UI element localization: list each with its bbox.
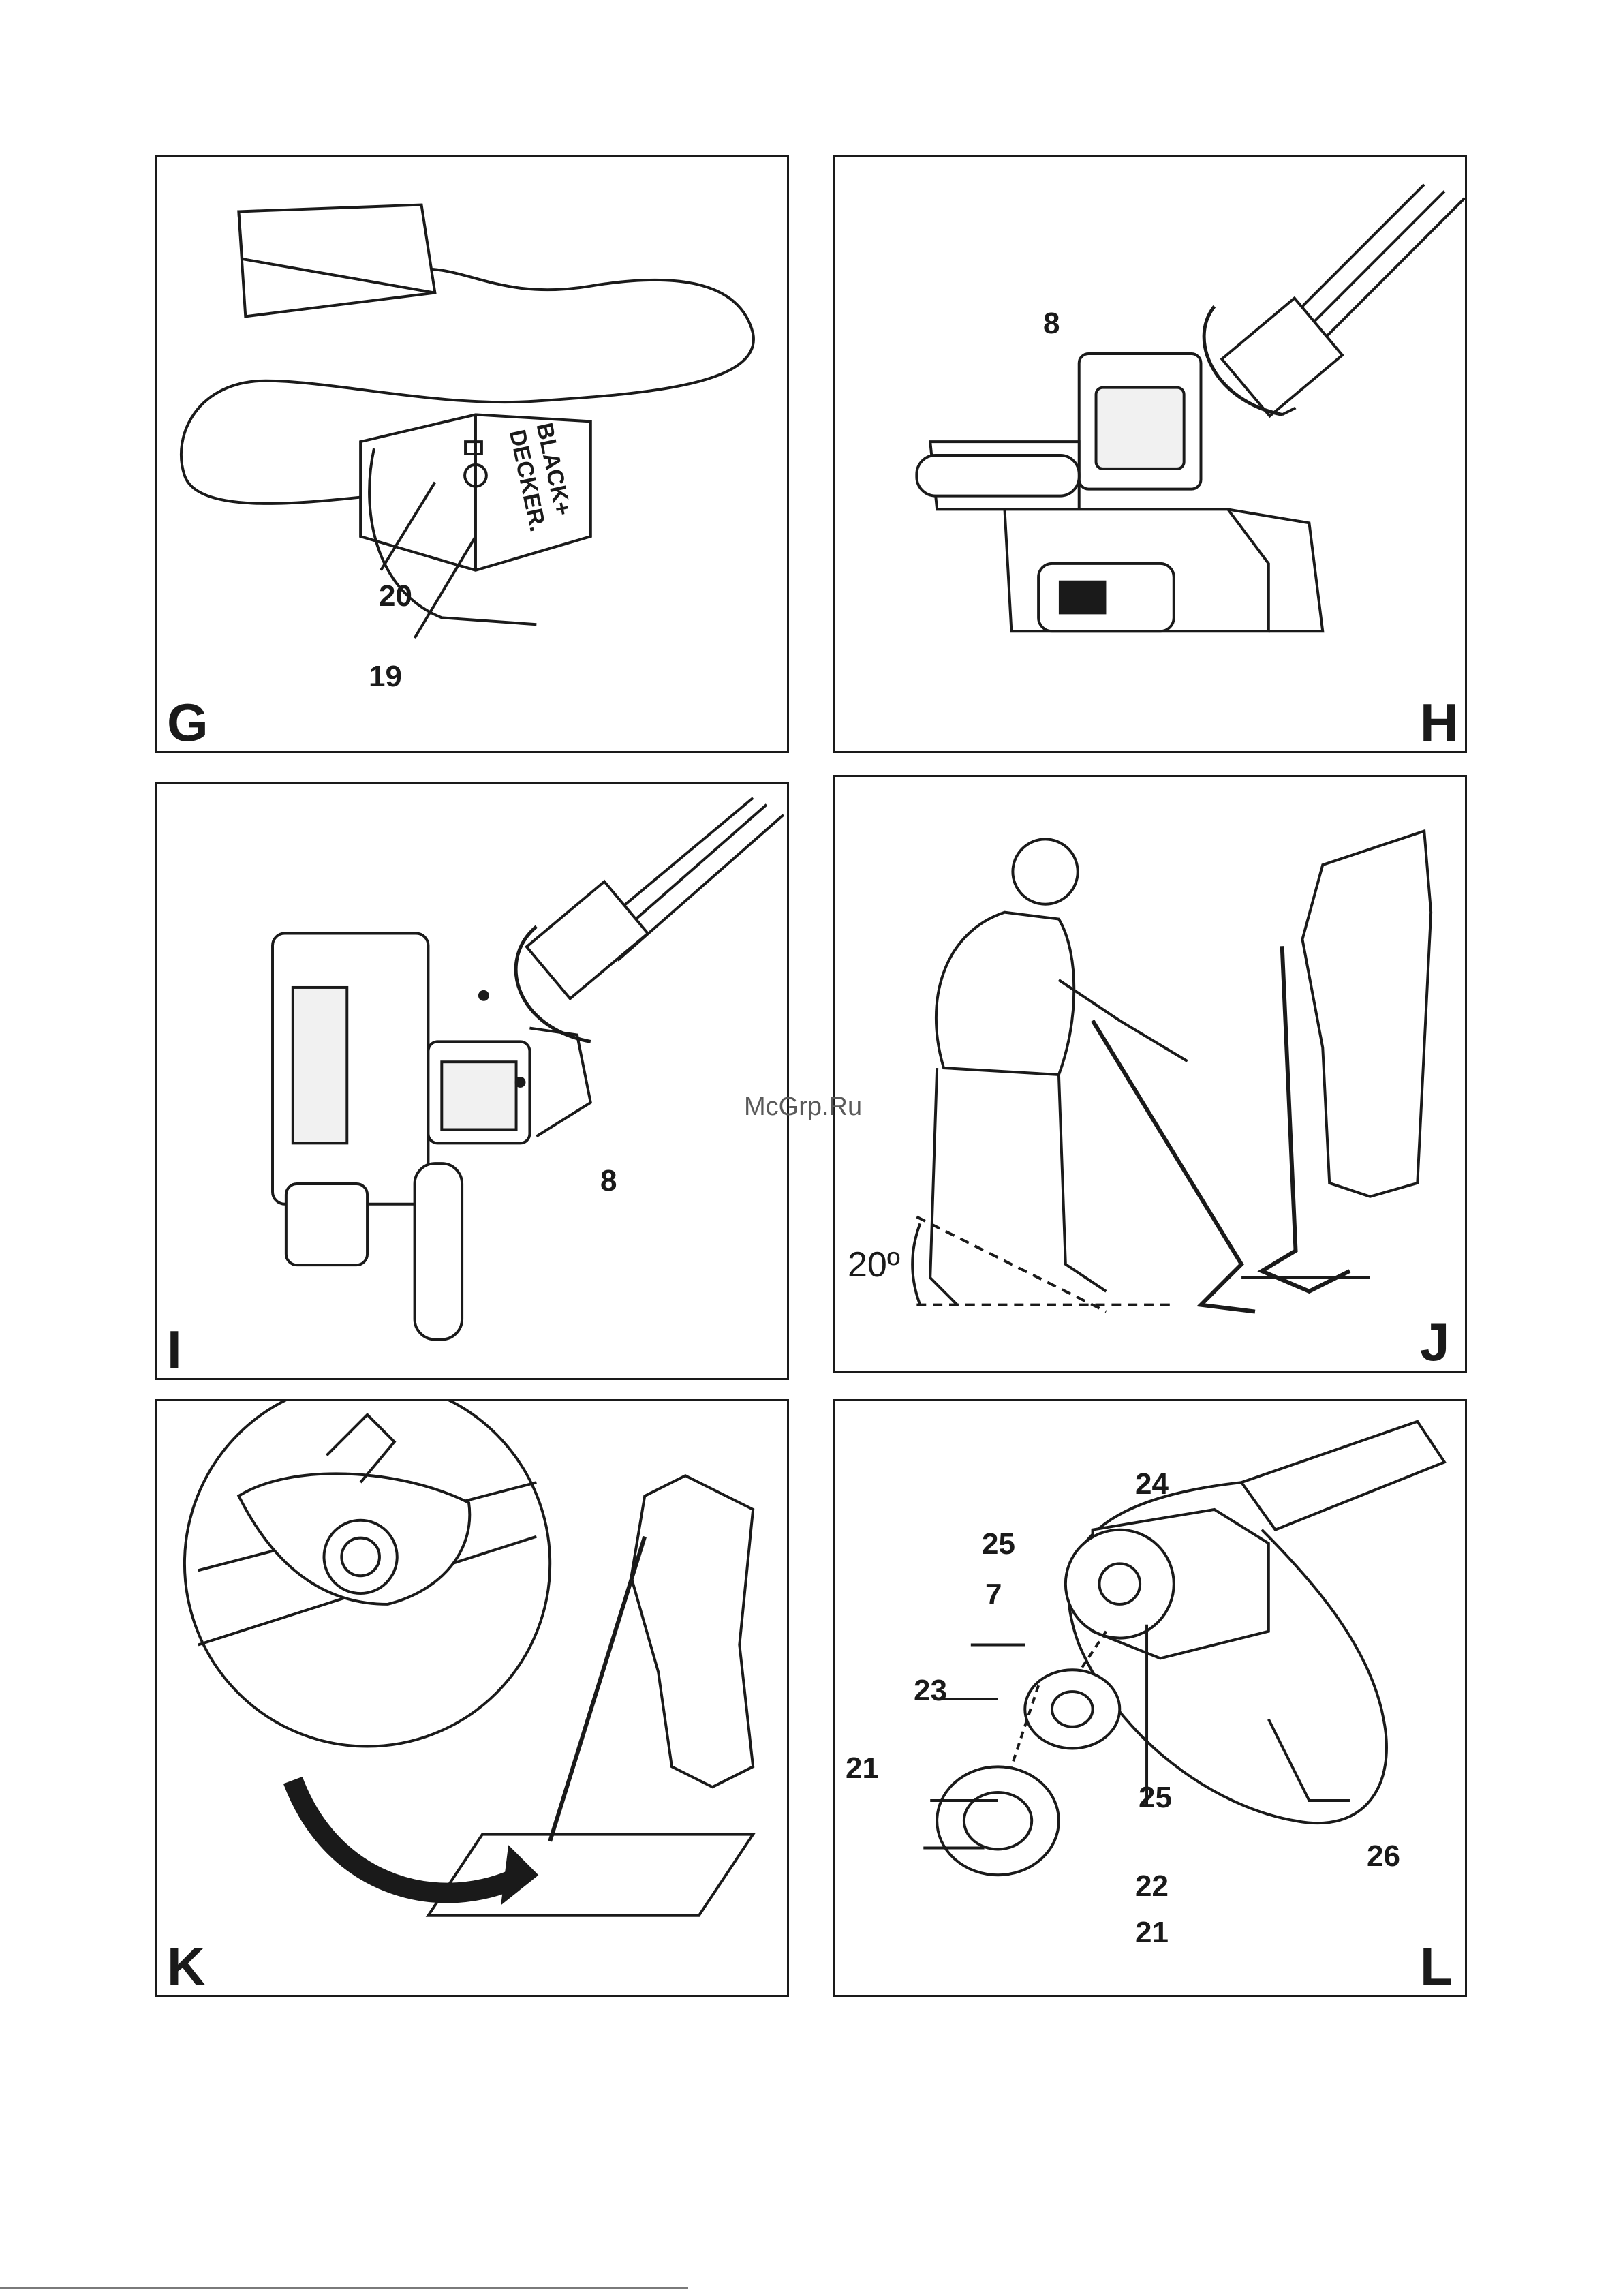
- panel-g: BLACK+ DECKER. 20 19 G: [155, 155, 789, 753]
- trimmer-head-rotation-illustration: [835, 157, 1465, 751]
- panel-letter-k: K: [167, 1940, 205, 1993]
- panel-h: 8 H: [833, 155, 1467, 753]
- callout-25: 25: [1139, 1783, 1172, 1813]
- callout-23: 23: [914, 1676, 947, 1706]
- panel-letter-g: G: [167, 696, 208, 749]
- callout-26: 26: [1367, 1841, 1400, 1871]
- angle-label: 20º: [848, 1247, 900, 1283]
- charger-illustration: BLACK+ DECKER.: [157, 157, 787, 751]
- callout-7: 7: [985, 1580, 1002, 1610]
- callout-8: 8: [600, 1166, 617, 1196]
- watermark: McGrp.Ru: [744, 1092, 862, 1122]
- panel-letter-i: I: [167, 1323, 182, 1376]
- panel-letter-l: L: [1420, 1940, 1453, 1993]
- bottom-rule: [0, 2287, 688, 2289]
- callout-8: 8: [1043, 309, 1060, 339]
- callout-25: 25: [982, 1529, 1015, 1559]
- trimmer-side-illustration: [157, 784, 787, 1378]
- callout-19: 19: [369, 662, 402, 692]
- panel-l: 24 25 7 23 21 25 26 22 21 L: [833, 1399, 1467, 1997]
- callout-24: 24: [1135, 1469, 1169, 1499]
- callout-21: 21: [846, 1754, 879, 1784]
- panel-letter-h: H: [1420, 696, 1458, 749]
- panel-k: K: [155, 1399, 789, 1997]
- operating-position-illustration: [835, 777, 1465, 1371]
- panel-j: 20º J: [833, 775, 1467, 1373]
- callout-20: 20: [379, 581, 412, 611]
- panel-letter-j: J: [1420, 1315, 1449, 1368]
- panel-i: 8 I: [155, 782, 789, 1380]
- edging-illustration: [157, 1401, 787, 1995]
- callout-21: 21: [1135, 1918, 1169, 1948]
- callout-22: 22: [1135, 1871, 1169, 1901]
